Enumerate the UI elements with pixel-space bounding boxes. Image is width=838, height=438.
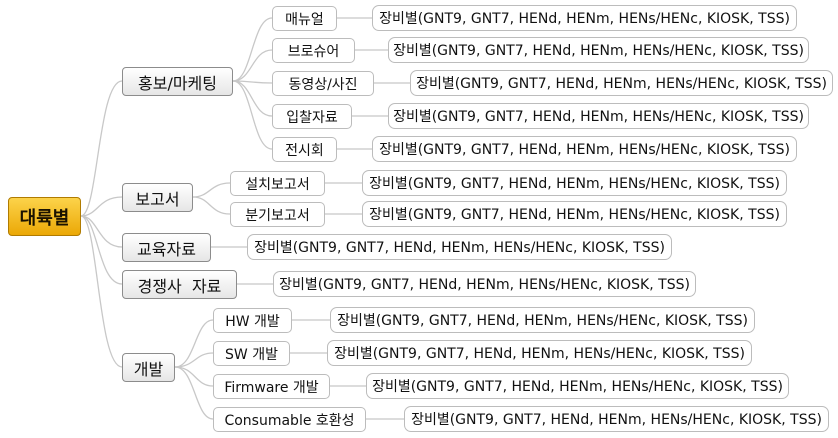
edge-report-quarter	[192, 196, 231, 215]
sub-quarterly-report[interactable]: 분기보고서	[230, 202, 325, 227]
edge-promo-brochure	[232, 49, 273, 82]
leaf-hw-equipment[interactable]: 장비별(GNT9, GNT7, HENd, HENm, HENs/HENc, K…	[330, 307, 755, 333]
sub-manual[interactable]: 매뉴얼	[272, 6, 337, 31]
leaf-exhibit-equipment[interactable]: 장비별(GNT9, GNT7, HENd, HENm, HENs/HENc, K…	[372, 136, 797, 162]
sub-firmware-dev[interactable]: Firmware 개발	[213, 374, 330, 399]
sub-hw-dev[interactable]: HW 개발	[213, 308, 292, 333]
leaf-fw-equipment[interactable]: 장비별(GNT9, GNT7, HENd, HENm, HENs/HENc, K…	[366, 373, 789, 399]
edge-promo-exhibit	[232, 80, 273, 150]
sub-exhibition[interactable]: 전시회	[272, 137, 337, 162]
category-development[interactable]: 개발	[122, 353, 175, 382]
category-competitor[interactable]: 경쟁사 자료	[122, 270, 237, 299]
edge-report-install	[192, 182, 231, 198]
edge-root-promo	[80, 80, 123, 217]
sub-install-report[interactable]: 설치보고서	[230, 171, 325, 196]
leaf-competitor-equipment[interactable]: 장비별(GNT9, GNT7, HENd, HENm, HENs/HENc, K…	[273, 271, 696, 297]
sub-consumable-compat[interactable]: Consumable 호환성	[213, 407, 366, 432]
category-reports[interactable]: 보고서	[122, 183, 193, 212]
leaf-quarter-equipment[interactable]: 장비별(GNT9, GNT7, HENd, HENm, HENs/HENc, K…	[362, 201, 787, 227]
edge-root-report	[80, 196, 123, 217]
sub-sw-dev[interactable]: SW 개발	[213, 341, 290, 366]
edge-dev-hw	[174, 319, 214, 368]
edge-root-dev	[80, 215, 123, 368]
edge-root-education	[80, 215, 123, 248]
edge-dev-cons	[174, 366, 214, 420]
edge-dev-fw	[174, 366, 214, 387]
leaf-media-equipment[interactable]: 장비별(GNT9, GNT7, HENd, HENm, HENs/HENc, K…	[410, 70, 833, 96]
edge-root-competitor	[80, 215, 123, 285]
edge-dev-sw	[174, 352, 214, 368]
category-education[interactable]: 교육자료	[122, 233, 211, 262]
root-node[interactable]: 대륙별	[8, 197, 81, 236]
leaf-install-equipment[interactable]: 장비별(GNT9, GNT7, HENd, HENm, HENs/HENc, K…	[362, 170, 787, 196]
leaf-education-equipment[interactable]: 장비별(GNT9, GNT7, HENd, HENm, HENs/HENc, K…	[247, 234, 672, 260]
leaf-bid-equipment[interactable]: 장비별(GNT9, GNT7, HENd, HENm, HENs/HENc, K…	[388, 103, 809, 129]
leaf-manual-equipment[interactable]: 장비별(GNT9, GNT7, HENd, HENm, HENs/HENc, K…	[372, 5, 797, 31]
leaf-brochure-equipment[interactable]: 장비별(GNT9, GNT7, HENd, HENm, HENs/HENc, K…	[388, 37, 809, 63]
sub-video-photo[interactable]: 동영상/사진	[272, 71, 374, 96]
sub-bid-materials[interactable]: 입찰자료	[272, 104, 352, 129]
edge-promo-bid	[232, 80, 273, 117]
category-promo-marketing[interactable]: 홍보/마케팅	[122, 67, 233, 96]
sub-brochure[interactable]: 브로슈어	[272, 38, 355, 63]
edge-promo-manual	[232, 17, 273, 82]
leaf-sw-equipment[interactable]: 장비별(GNT9, GNT7, HENd, HENm, HENs/HENc, K…	[327, 340, 752, 366]
leaf-cons-equipment[interactable]: 장비별(GNT9, GNT7, HENd, HENm, HENs/HENc, K…	[404, 406, 829, 432]
